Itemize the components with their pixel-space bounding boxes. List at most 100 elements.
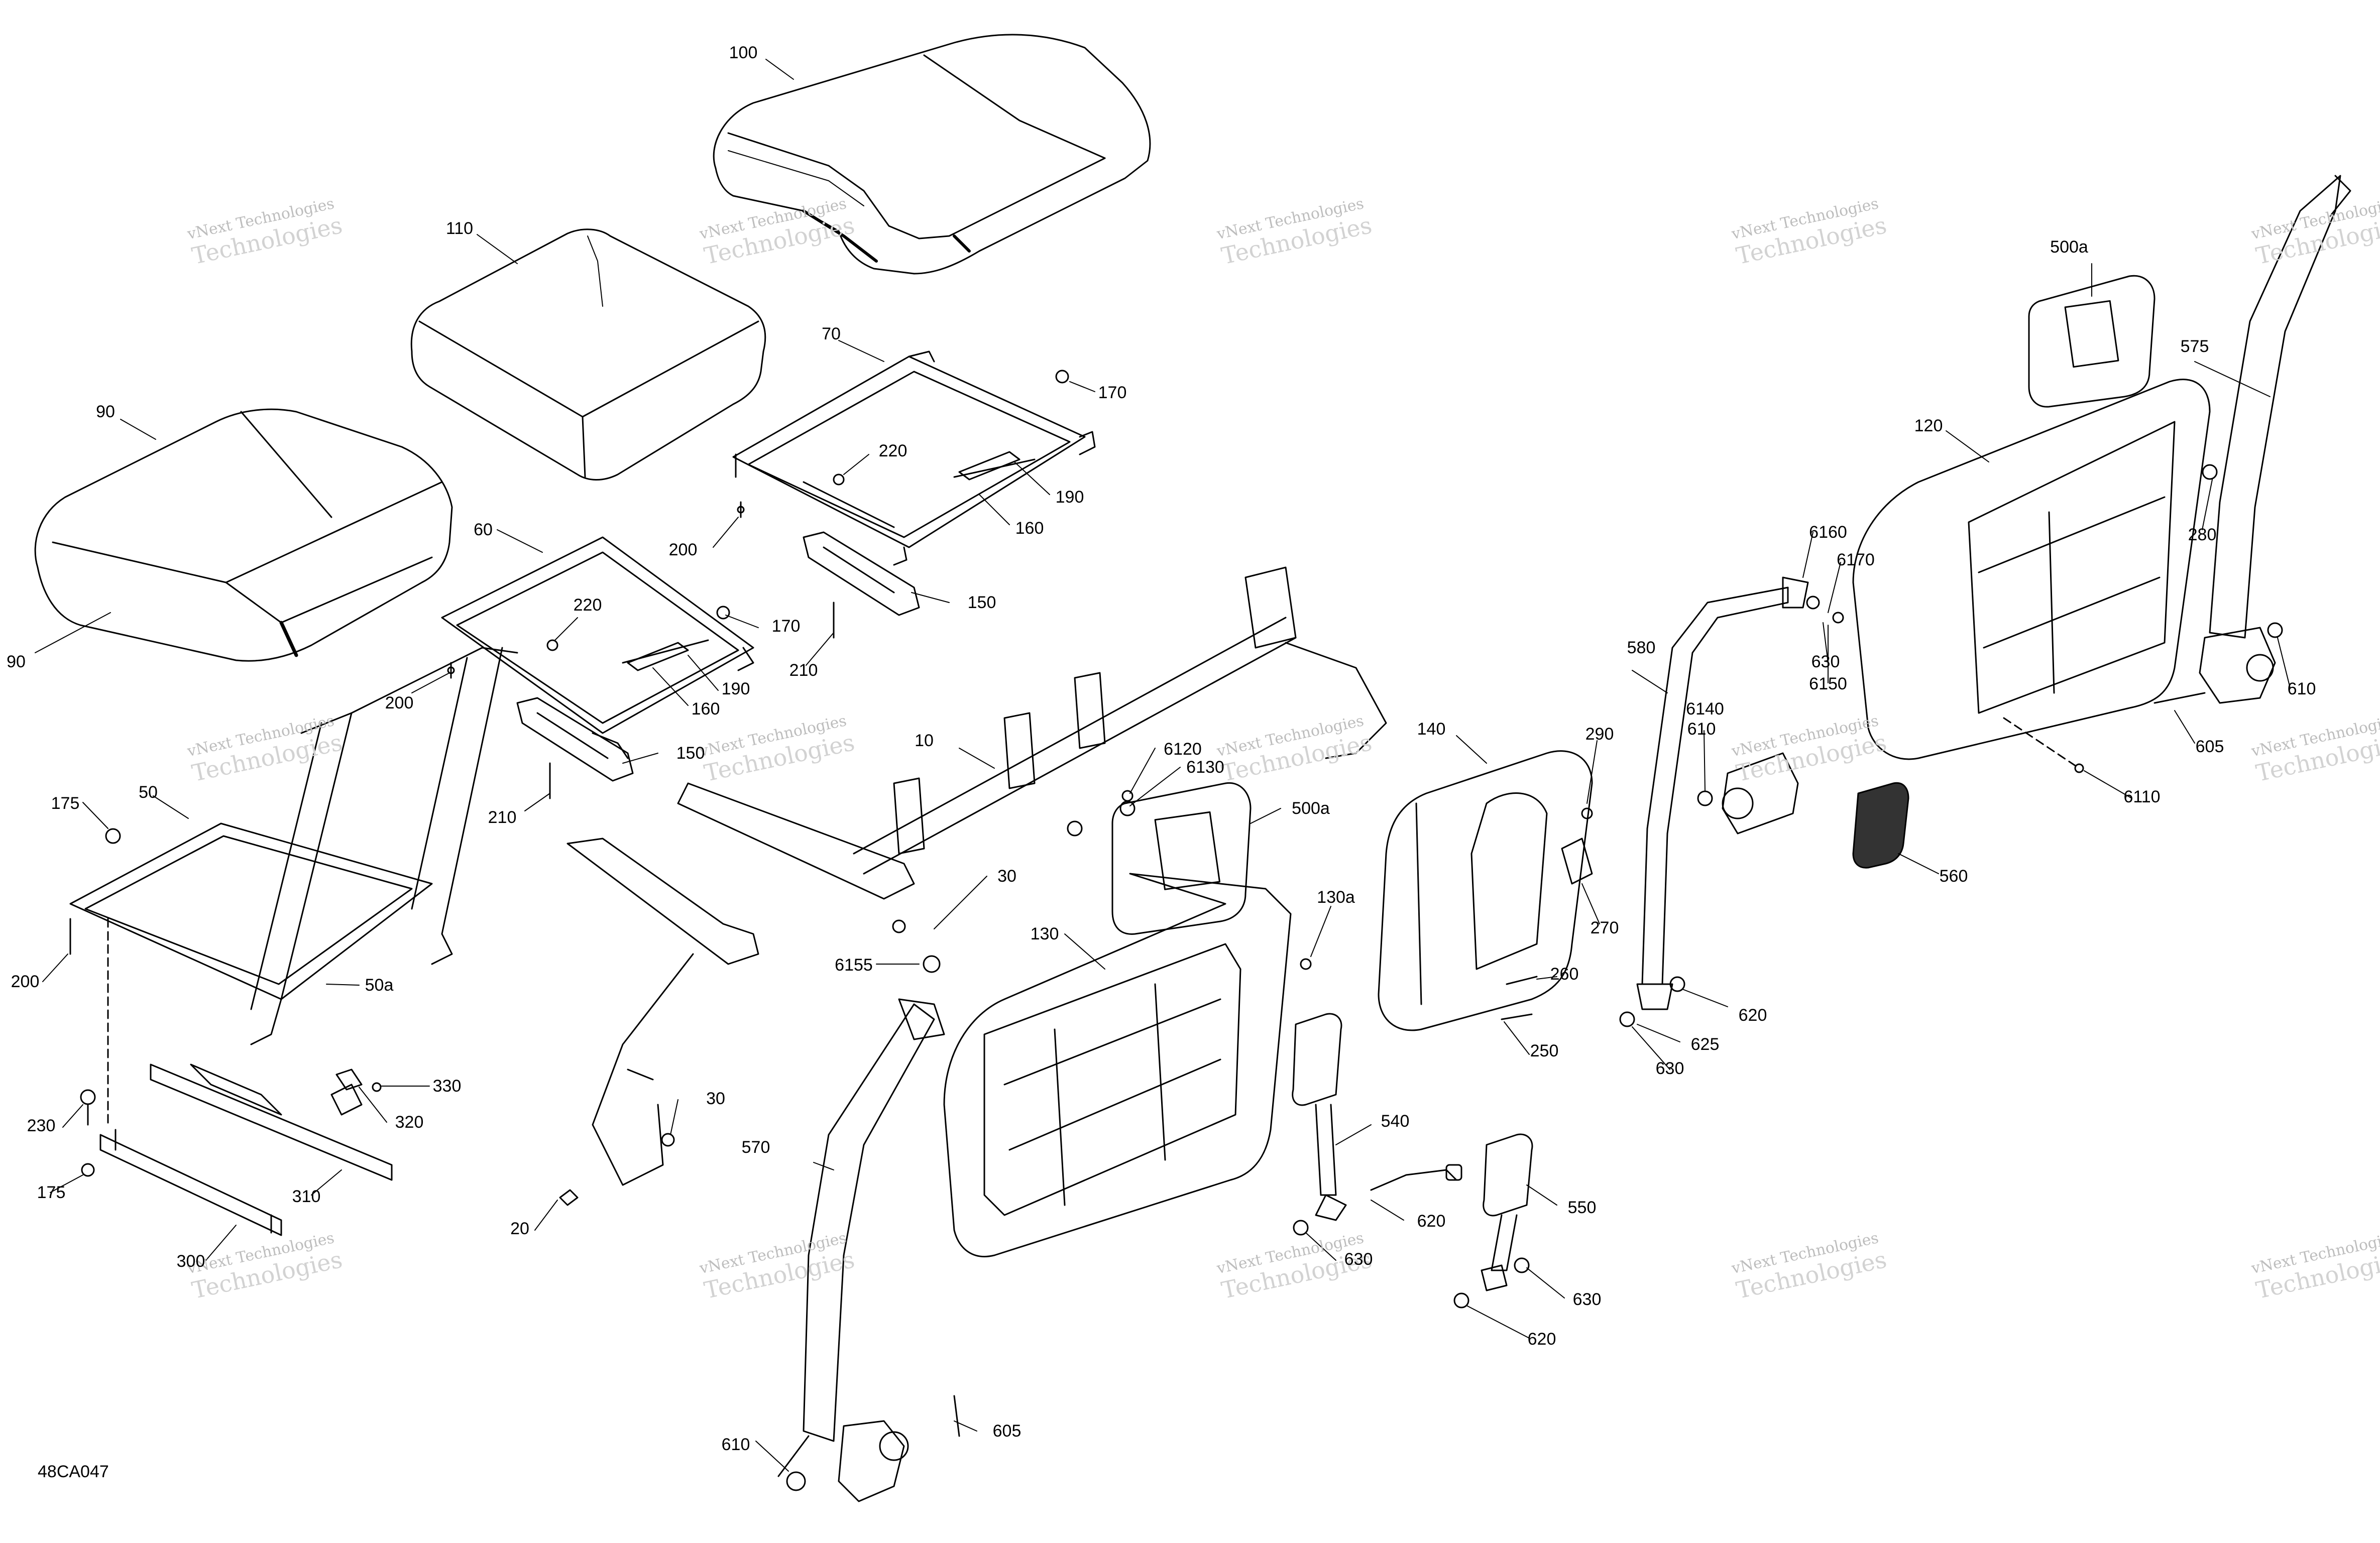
- callout-6110: 6110: [2123, 787, 2161, 806]
- callout-260: 260: [1550, 965, 1579, 984]
- callout-270: 270: [1590, 918, 1619, 937]
- callout-120: 120: [1914, 416, 1943, 435]
- callout-570: 570: [741, 1138, 770, 1157]
- callout-6160: 6160: [1809, 523, 1847, 542]
- callout-70: 70: [822, 324, 841, 343]
- callout-6120: 6120: [1164, 740, 1202, 759]
- harness-620: [1370, 1164, 1462, 1191]
- main-frame-10: [566, 566, 1387, 1186]
- callout-200: 200: [668, 540, 698, 559]
- slide-150-lower: [516, 697, 634, 782]
- callout-200: 200: [11, 972, 40, 991]
- callout-575: 575: [2180, 337, 2209, 356]
- callout-610: 610: [2287, 679, 2316, 698]
- callout-130: 130: [1030, 924, 1059, 943]
- callout-320: 320: [395, 1113, 424, 1132]
- callout-540: 540: [1381, 1112, 1410, 1131]
- callout-175: 175: [51, 794, 80, 813]
- callout-620: 620: [1738, 1006, 1767, 1025]
- callout-500a: 500a: [1292, 799, 1330, 818]
- callout-300: 300: [176, 1252, 205, 1271]
- callout-210: 210: [488, 808, 517, 827]
- callout-50a: 50a: [365, 976, 394, 995]
- leader-lines: [35, 59, 2291, 1472]
- callout-30: 30: [997, 867, 1016, 886]
- buckle-550: [1481, 1133, 1533, 1291]
- callout-500a: 500a: [2050, 238, 2088, 257]
- seat-frame-70: [732, 350, 1096, 566]
- callout-330: 330: [432, 1077, 462, 1096]
- rail-310: [150, 1063, 393, 1181]
- figure-code: 48CA047: [38, 1462, 109, 1481]
- callout-220: 220: [878, 441, 908, 460]
- callout-625: 625: [1690, 1035, 1720, 1054]
- callout-100: 100: [729, 43, 758, 62]
- callout-90: 90: [96, 402, 115, 421]
- callout-6170: 6170: [1837, 550, 1875, 569]
- callout-175: 175: [37, 1183, 66, 1202]
- callout-110: 110: [445, 219, 474, 238]
- seatbelt-570: [777, 998, 945, 1502]
- callout-6130: 6130: [1186, 758, 1224, 777]
- callout-10: 10: [915, 731, 934, 750]
- callout-50: 50: [139, 783, 158, 802]
- callout-220: 220: [573, 596, 602, 615]
- callout-610: 610: [1687, 720, 1716, 739]
- seatbelt-580: [1636, 576, 1809, 1010]
- seat-frame-60: [441, 536, 754, 759]
- callout-605: 605: [2195, 737, 2224, 756]
- buckle-560: [1852, 782, 1909, 869]
- callout-190: 190: [1055, 488, 1084, 507]
- callout-250: 250: [1530, 1041, 1559, 1060]
- callout-170: 170: [771, 617, 801, 636]
- seatbelt-575: [2199, 175, 2351, 704]
- callout-150: 150: [676, 744, 705, 763]
- callout-160: 160: [1015, 519, 1044, 538]
- callout-310: 310: [292, 1187, 321, 1206]
- callout-6150: 6150: [1809, 674, 1847, 693]
- callout-200: 200: [385, 693, 414, 713]
- slide-150-upper: [803, 531, 920, 616]
- rail-300: [99, 1129, 282, 1236]
- callout-560: 560: [1939, 867, 1968, 886]
- headrest-500a-left: [1111, 782, 1252, 935]
- retractor-6140: [1722, 752, 1799, 835]
- seatback-120: [1852, 379, 2211, 760]
- callout-20: 20: [510, 1219, 529, 1238]
- callout-30: 30: [706, 1089, 725, 1108]
- seat-cushion-110: [410, 228, 766, 481]
- base-frame-50: [69, 647, 518, 1045]
- callout-620: 620: [1527, 1330, 1556, 1349]
- callout-190: 190: [721, 679, 750, 698]
- callout-605: 605: [992, 1421, 1022, 1441]
- callout-290: 290: [1585, 725, 1614, 744]
- callout-130a: 130a: [1317, 888, 1355, 907]
- callout-6155: 6155: [835, 956, 873, 975]
- seatback-130: [943, 873, 1292, 1258]
- callout-150: 150: [967, 593, 996, 612]
- fasteners: [69, 370, 2283, 1491]
- seat-cushion-100: [713, 34, 1151, 275]
- headrest-500a-right: [2028, 275, 2156, 408]
- callout-620: 620: [1417, 1212, 1446, 1231]
- callout-90: 90: [7, 652, 26, 671]
- callout-140: 140: [1417, 720, 1446, 739]
- callout-170: 170: [1098, 383, 1127, 402]
- callout-160: 160: [691, 699, 720, 719]
- callout-60: 60: [474, 520, 493, 539]
- callout-550: 550: [1567, 1198, 1597, 1217]
- callout-630: 630: [1344, 1250, 1373, 1269]
- buckle-540: [1292, 1013, 1347, 1221]
- callout-630: 630: [1811, 652, 1840, 671]
- callout-630: 630: [1655, 1059, 1684, 1078]
- callout-210: 210: [789, 661, 818, 680]
- callout-580: 580: [1627, 638, 1656, 657]
- callout-6140: 6140: [1686, 699, 1724, 719]
- seat-cushion-90: [34, 408, 453, 662]
- callout-610: 610: [721, 1435, 750, 1454]
- seatback-140: [1378, 750, 1593, 1031]
- callout-230: 230: [27, 1116, 56, 1135]
- callout-280: 280: [2188, 525, 2217, 544]
- callout-630: 630: [1572, 1290, 1602, 1309]
